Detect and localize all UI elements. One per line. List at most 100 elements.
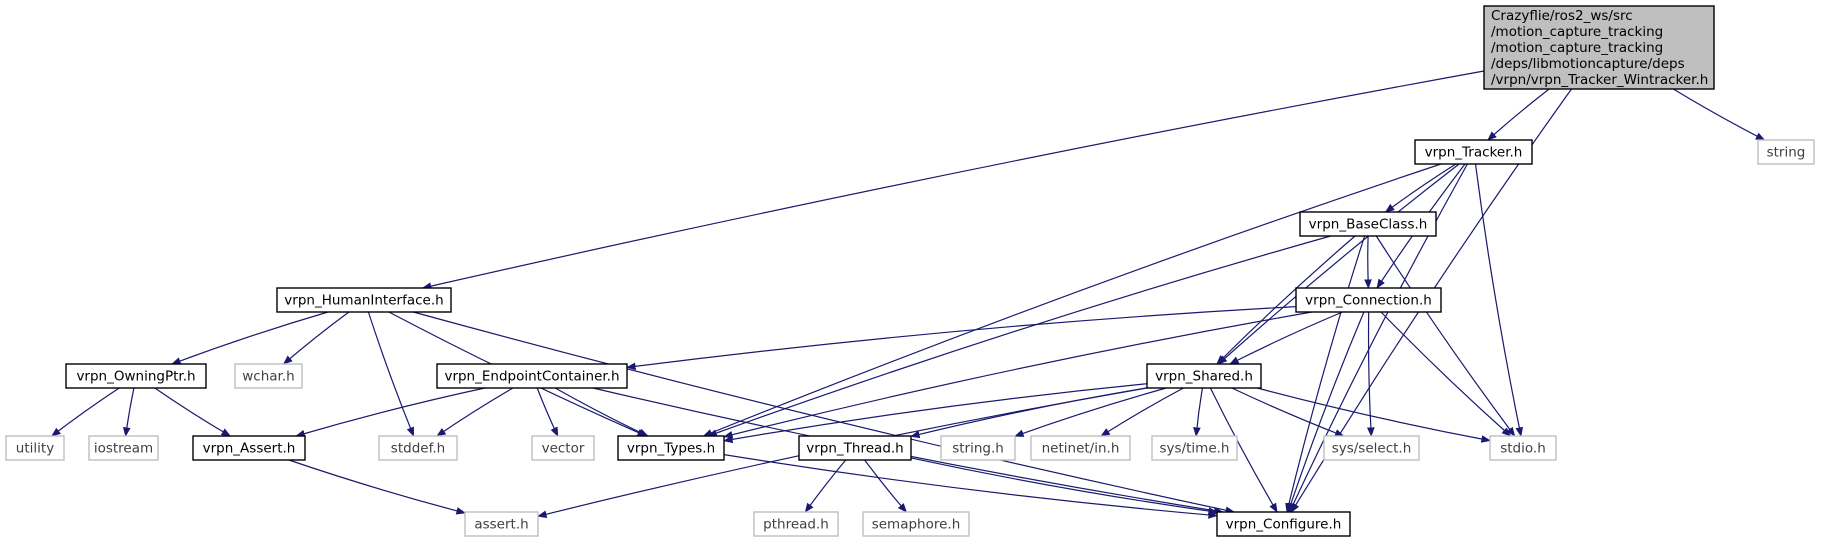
edge-humaninterface-to-owningptr [171,311,329,365]
node-root-box [1483,5,1715,90]
node-thread-label-line-0: vrpn_Thread.h [806,441,903,457]
edge-tracker-to-shared [1217,163,1460,365]
nodes-layer: Crazyflie/ros2_ws/src/motion_capture_tra… [5,5,1815,537]
node-sysselect[interactable]: sys/select.h [1323,435,1420,461]
node-vector-label-line-0: vector [542,441,585,457]
edge-owningptr-to-utility [51,387,120,437]
node-root-label-line-3: /deps/libmotioncapture/deps [1491,56,1685,72]
node-pthread-label-line-0: pthread.h [763,517,829,533]
node-root-label-line-4: /vrpn/vrpn_Tracker_Wintracker.h [1491,72,1708,88]
node-iostream-box [88,435,159,461]
node-root-label-line-0: Crazyflie/ros2_ws/src [1491,8,1633,24]
node-root-label-line-2: /motion_capture_tracking [1491,40,1663,56]
node-assert_hdr-label-line-0: vrpn_Assert.h [203,441,296,457]
edge-connection-to-sysselect [1366,311,1375,437]
edge-baseclass-to-shared [1216,235,1356,365]
node-types-box [617,435,725,461]
node-stdio[interactable]: stdio.h [1489,435,1557,461]
node-tracker[interactable]: vrpn_Tracker.h [1414,139,1533,165]
node-wchar-label-line-0: wchar.h [242,369,294,385]
edge-endpoint-to-vector [536,387,559,437]
node-asserth-label-line-0: assert.h [474,517,528,533]
node-assert_hdr-box [192,435,306,461]
node-systime-label-line-0: sys/time.h [1160,441,1230,457]
edge-connection-to-stdio [1380,311,1512,437]
node-iostream[interactable]: iostream [88,435,159,461]
node-vector-box [531,435,595,461]
node-endpoint[interactable]: vrpn_EndpointContainer.h [436,363,628,389]
node-semaphore-box [862,511,970,537]
node-configure[interactable]: vrpn_Configure.h [1216,511,1351,537]
node-humaninterface-box [276,287,452,313]
node-thread[interactable]: vrpn_Thread.h [798,435,912,461]
node-humaninterface[interactable]: vrpn_HumanInterface.h [276,287,452,313]
node-baseclass[interactable]: vrpn_BaseClass.h [1299,211,1437,237]
edge-humaninterface-to-stddef [367,311,415,437]
node-stddef[interactable]: stddef.h [378,435,458,461]
edge-connection-to-configure [1287,311,1365,513]
node-tracker-label-line-0: vrpn_Tracker.h [1425,145,1523,161]
node-netinet-label-line-0: netinet/in.h [1042,441,1120,457]
node-wchar[interactable]: wchar.h [234,363,303,389]
node-semaphore-label-line-0: semaphore.h [872,517,961,533]
edge-connection-to-shared [1229,311,1343,365]
node-shared[interactable]: vrpn_Shared.h [1146,363,1262,389]
node-semaphore[interactable]: semaphore.h [862,511,970,537]
node-root[interactable]: Crazyflie/ros2_ws/src/motion_capture_tra… [1483,5,1715,90]
edge-root-to-tracker [1487,88,1550,141]
node-systime[interactable]: sys/time.h [1151,435,1238,461]
edge-shared-to-stringh [1014,387,1167,437]
node-baseclass-box [1299,211,1437,237]
edge-types-to-configure [723,454,1218,519]
edge-shared-to-types [723,383,1148,444]
node-utility-box [5,435,65,461]
node-string-label-line-0: string [1767,145,1806,161]
node-iostream-label-line-0: iostream [94,441,153,457]
node-connection[interactable]: vrpn_Connection.h [1295,287,1442,313]
node-stddef-box [378,435,458,461]
node-asserth[interactable]: assert.h [464,511,539,537]
edge-shared-to-systime [1193,387,1203,437]
node-connection-box [1295,287,1442,313]
edge-tracker-to-baseclass [1384,163,1457,213]
node-shared-box [1146,363,1262,389]
node-endpoint-box [436,363,628,389]
edge-tracker-to-configure [1289,163,1468,513]
node-stringh[interactable]: string.h [940,435,1016,461]
node-stdio-label-line-0: stdio.h [1500,441,1546,457]
node-string-box [1757,139,1815,165]
node-pthread-box [753,511,839,537]
edge-shared-to-configure [1209,387,1278,513]
node-stdio-box [1489,435,1557,461]
node-string[interactable]: string [1757,139,1815,165]
edge-shared-to-thread [910,387,1148,439]
node-types[interactable]: vrpn_Types.h [617,435,725,461]
edge-baseclass-to-connection [1364,235,1372,289]
node-utility-label-line-0: utility [16,441,54,457]
node-endpoint-label-line-0: vrpn_EndpointContainer.h [444,369,619,385]
node-pthread[interactable]: pthread.h [753,511,839,537]
node-connection-label-line-0: vrpn_Connection.h [1305,293,1432,309]
node-vector[interactable]: vector [531,435,595,461]
edge-humaninterface-to-configure [413,311,1236,514]
edge-connection-to-types [723,311,1313,439]
node-configure-label-line-0: vrpn_Configure.h [1226,517,1342,533]
edge-baseclass-to-stdio [1375,235,1516,437]
edge-shared-to-netinet [1100,387,1184,437]
node-stringh-label-line-0: string.h [952,441,1004,457]
edge-assert_hdr-to-asserth [288,459,466,515]
node-thread-box [798,435,912,461]
node-owningptr-label-line-0: vrpn_OwningPtr.h [76,369,195,385]
edge-owningptr-to-assert_hdr [154,387,232,437]
edge-tracker-to-stdio [1474,163,1524,437]
node-assert_hdr[interactable]: vrpn_Assert.h [192,435,306,461]
edge-shared-to-sysselect [1231,387,1345,437]
node-tracker-box [1414,139,1533,165]
node-asserth-box [464,511,539,537]
node-systime-box [1151,435,1238,461]
node-netinet[interactable]: netinet/in.h [1030,435,1131,461]
node-baseclass-label-line-0: vrpn_BaseClass.h [1309,217,1428,233]
node-utility[interactable]: utility [5,435,65,461]
node-owningptr[interactable]: vrpn_OwningPtr.h [65,363,207,389]
